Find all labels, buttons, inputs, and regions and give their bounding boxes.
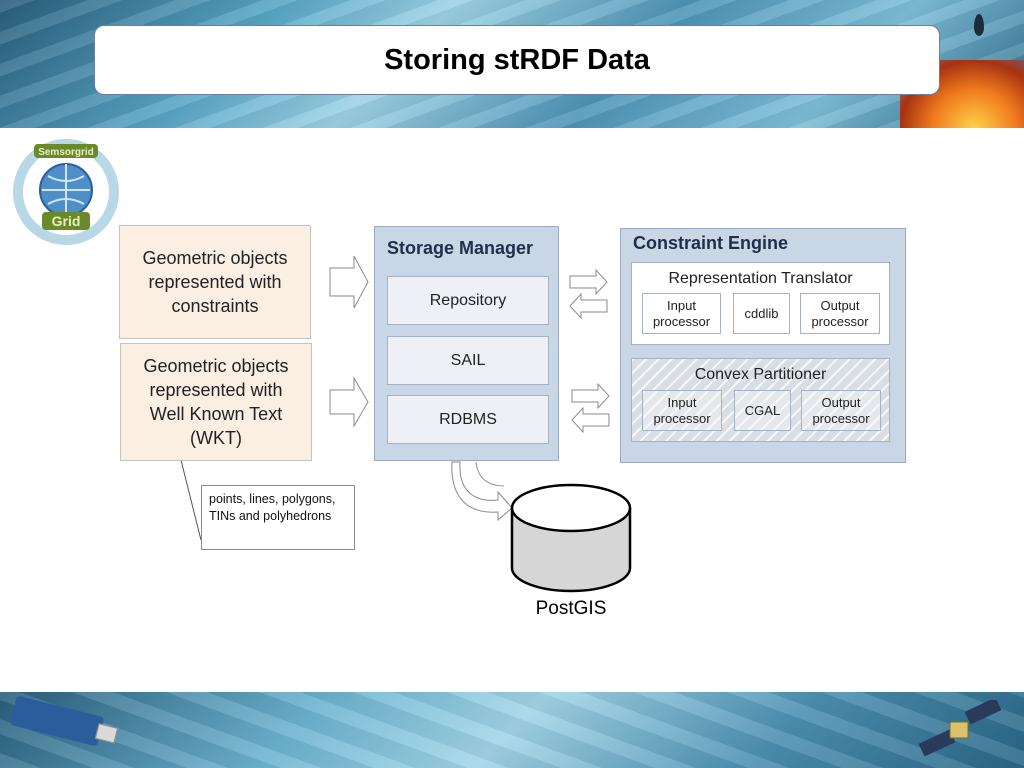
footer-banner <box>0 692 1024 768</box>
representation-translator-box: Representation Translator Input processo… <box>631 262 890 345</box>
rdbms-label: RDBMS <box>439 410 497 428</box>
constraint-engine-title: Constraint Engine <box>633 233 789 253</box>
rt-cddlib: cddlib <box>733 293 790 334</box>
convex-partitioner-box: Convex Partitioner Input processor CGAL … <box>631 358 890 442</box>
rt-input-processor: Input processor <box>642 293 721 334</box>
cp-cgal-label: CGAL <box>744 402 781 418</box>
water-drop-decoration <box>974 14 984 36</box>
arrow-to-postgis <box>451 461 513 522</box>
convex-partitioner-title: Convex Partitioner <box>694 366 827 383</box>
arrow-from-partitioner <box>571 406 610 434</box>
arrow-to-translator <box>569 268 608 296</box>
satellite-icon <box>918 700 1002 757</box>
representation-translator-title: Representation Translator <box>668 270 853 287</box>
semsorgrid-logo: Semsorgrid Grid <box>13 139 119 245</box>
repository-label: Repository <box>429 291 507 309</box>
rt-cddlib-label: cddlib <box>744 305 779 321</box>
repository-layer: Repository <box>387 276 549 325</box>
input-wkt-label: Geometric objects represented with Well … <box>143 356 289 448</box>
sail-layer: SAIL <box>387 336 549 385</box>
rt-output-processor-label: Output processor <box>811 297 869 329</box>
svg-text:Grid: Grid <box>52 213 81 229</box>
rt-input-processor-label: Input processor <box>652 297 711 329</box>
svg-text:Semsorgrid: Semsorgrid <box>38 147 94 158</box>
postgis-database-icon <box>510 483 632 593</box>
input-wkt-box: Geometric objects represented with Well … <box>120 343 312 461</box>
arrow-to-partitioner <box>571 382 610 410</box>
rt-output-processor: Output processor <box>800 293 880 334</box>
storage-manager-panel: Storage Manager Repository SAIL RDBMS <box>374 226 559 461</box>
rdbms-layer: RDBMS <box>387 395 549 444</box>
slide-title-box: Storing stRDF Data <box>94 25 940 95</box>
storage-manager-title: Storage Manager <box>387 238 534 258</box>
sail-label: SAIL <box>450 351 486 369</box>
block-arrow-wkt <box>329 376 369 428</box>
cp-cgal: CGAL <box>734 390 791 431</box>
cp-input-processor: Input processor <box>642 390 722 431</box>
block-arrow-constraints <box>329 255 369 309</box>
arrow-from-translator <box>569 292 608 320</box>
slide-title: Storing stRDF Data <box>384 43 650 76</box>
cp-input-processor-label: Input processor <box>653 394 711 426</box>
cp-output-processor: Output processor <box>801 390 881 431</box>
constraint-engine-panel: Constraint Engine Representation Transla… <box>620 228 906 463</box>
input-constraints-label: Geometric objects represented with const… <box>142 248 288 316</box>
input-constraints-box: Geometric objects represented with const… <box>119 225 311 339</box>
callout-line <box>180 459 202 541</box>
cp-output-processor-label: Output processor <box>812 394 870 426</box>
geometry-types-note: points, lines, polygons, TINs and polyhe… <box>201 485 355 550</box>
postgis-label: PostGIS <box>535 598 607 619</box>
